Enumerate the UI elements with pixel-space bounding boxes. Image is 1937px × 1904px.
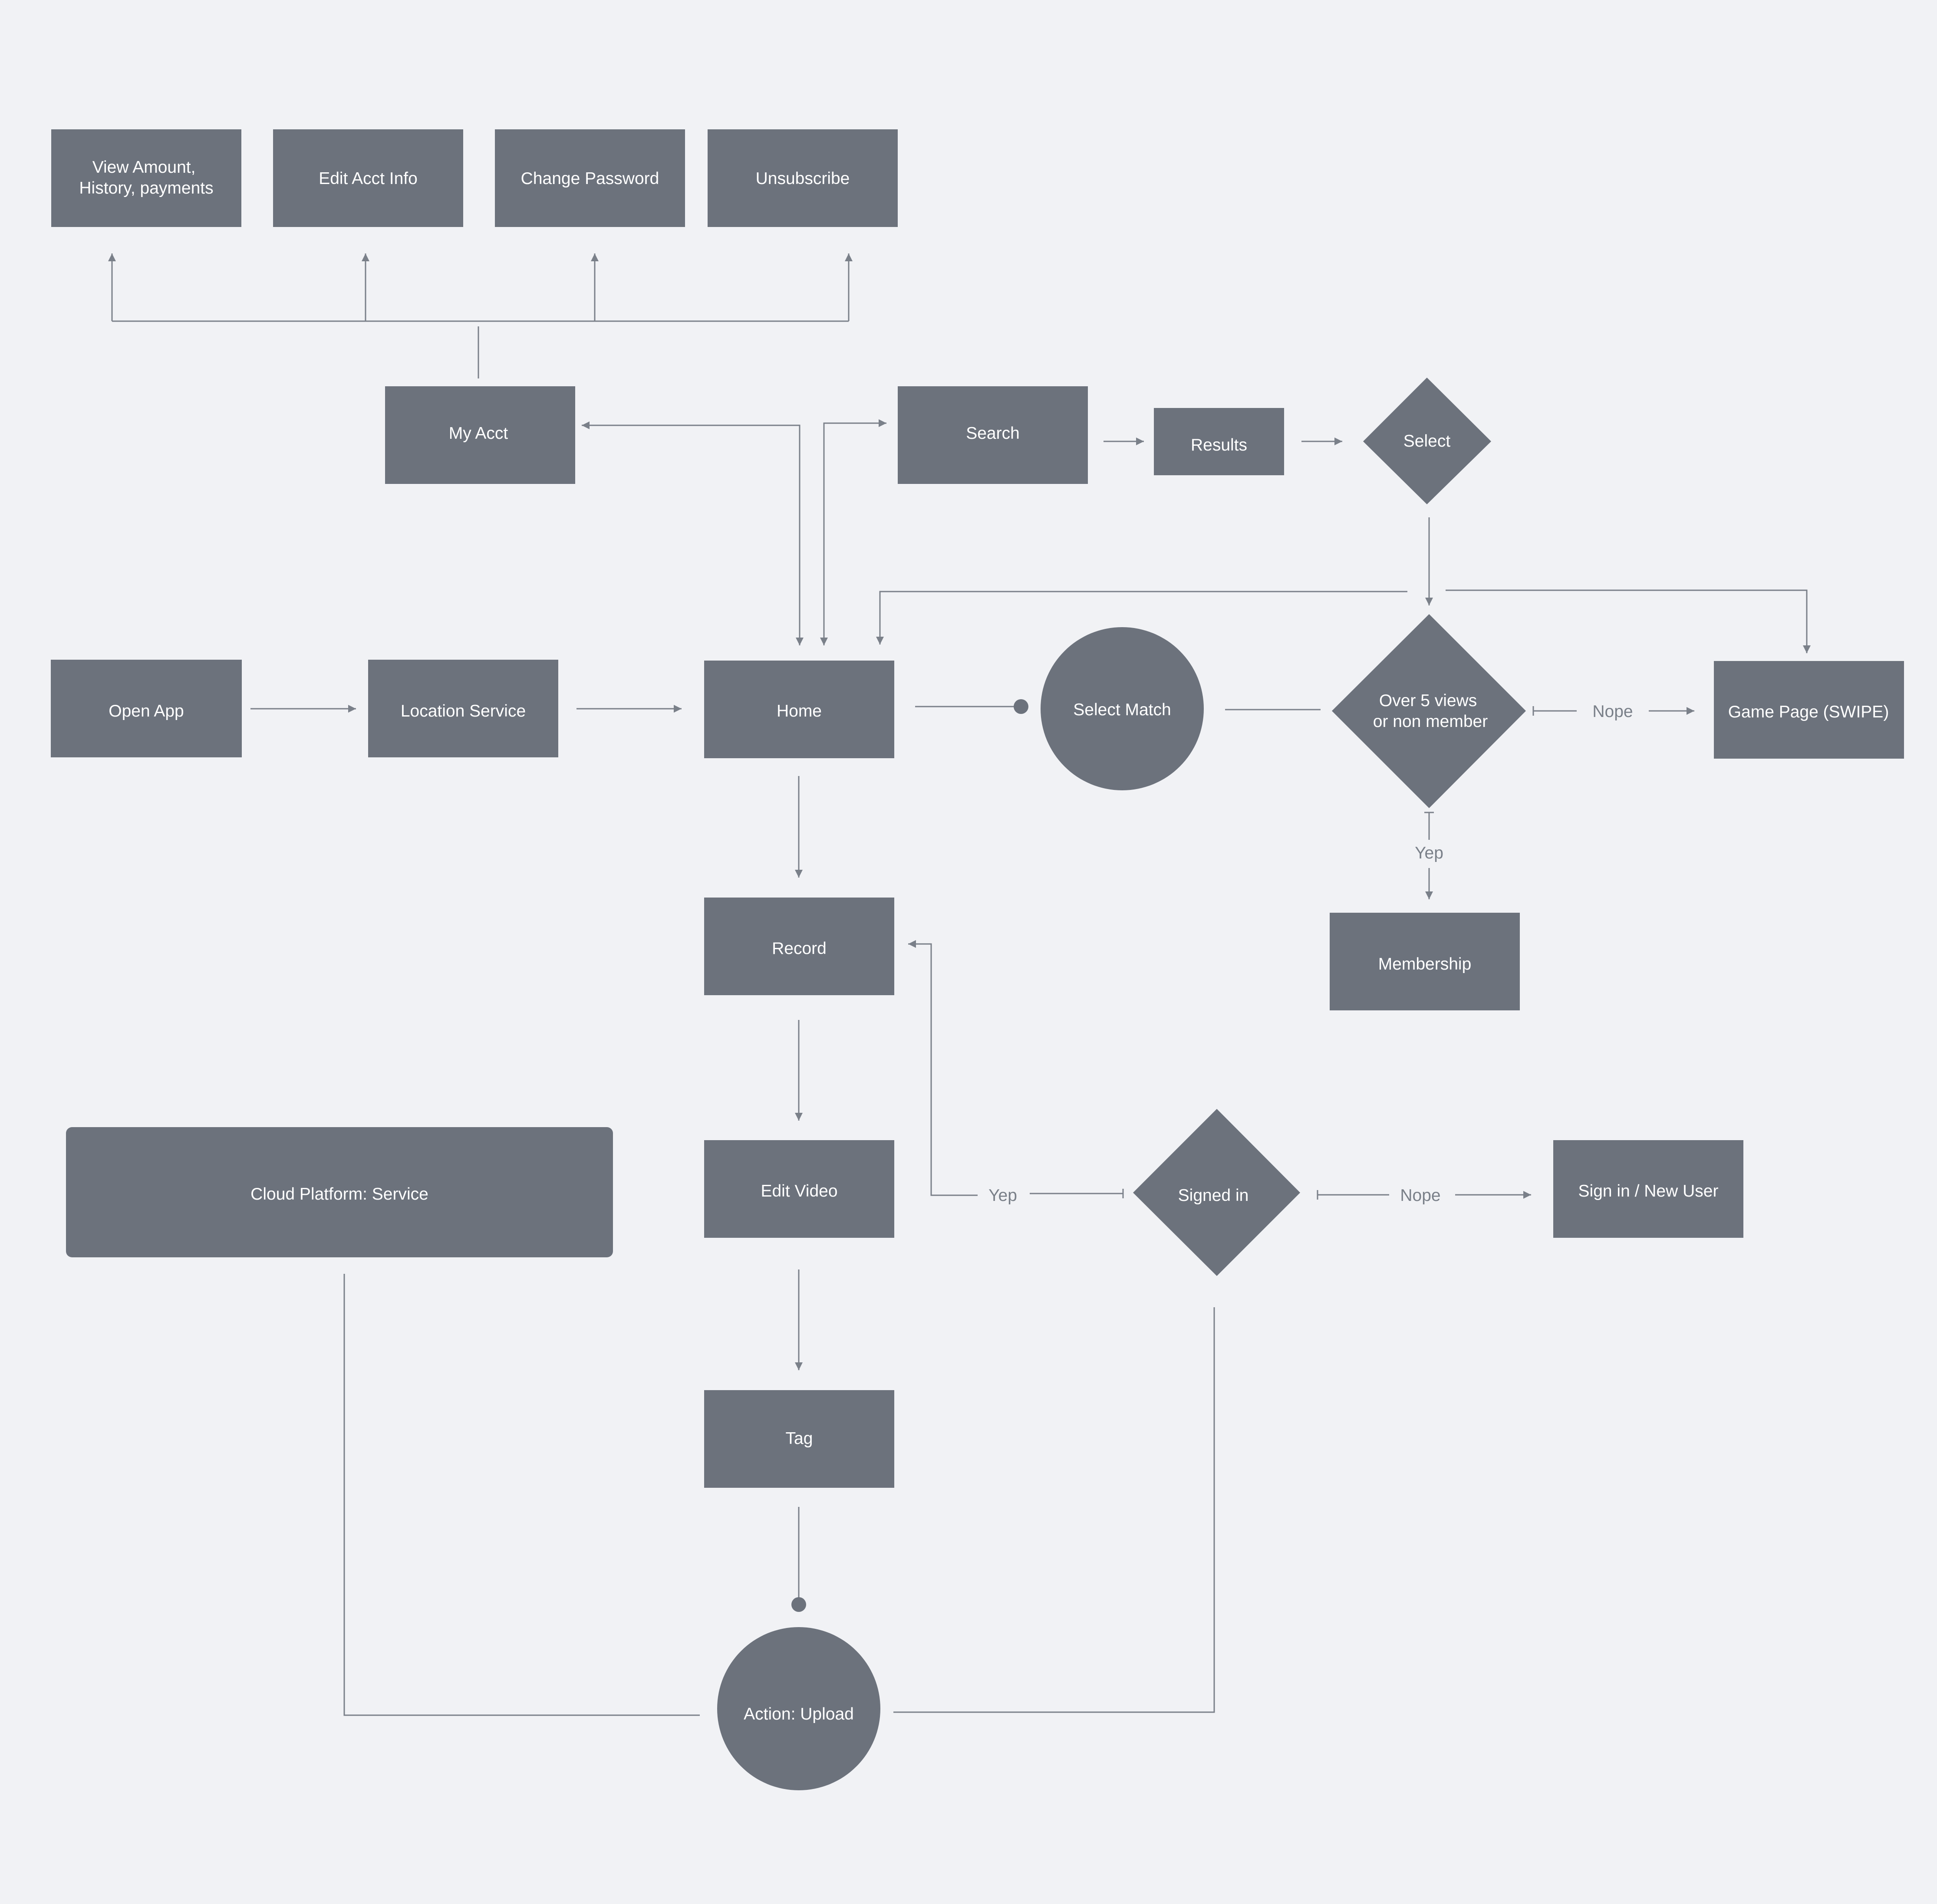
node-game-page[interactable] [1714,661,1904,759]
arrow-signed-in-to-record [908,940,978,1196]
node-home[interactable] [704,661,894,758]
label-results: Results [1191,436,1247,454]
label-cloud-platform: Cloud Platform: Service [250,1185,428,1204]
node-select-match[interactable] [1041,627,1204,790]
connector-dot-upload [791,1597,806,1612]
label-over-5-views: Over 5 views or non member [1373,691,1488,731]
node-edit-acct-info[interactable] [273,129,463,227]
label-change-password: Change Password [521,169,659,188]
arrow-select-to-home [876,591,1407,645]
node-sign-in-new-user[interactable] [1553,1140,1743,1238]
node-cloud-platform[interactable] [66,1127,613,1257]
connector-upload-to-signed-in [893,1307,1215,1713]
label-open-app: Open App [109,702,184,720]
arrow-home-to-search [823,419,886,645]
label-tag: Tag [786,1429,813,1448]
label-sign-in-new-user: Sign in / New User [1578,1182,1719,1200]
label-record: Record [772,939,827,958]
arrow-select-to-game-page [1446,589,1811,653]
edge-label-signed-nope: Nope [1400,1186,1440,1205]
edge-label-over5-yep: Yep [1415,844,1443,862]
node-view-amount[interactable] [51,129,241,227]
edge-label-signed-yep: Yep [988,1186,1017,1205]
node-my-acct[interactable] [385,386,575,484]
label-view-amount: View Amount, History, payments [79,158,213,197]
node-search[interactable] [898,386,1088,484]
node-select-diamond[interactable] [1363,378,1491,504]
label-my-acct: My Acct [449,424,508,443]
label-home: Home [777,702,822,720]
label-edit-video: Edit Video [761,1182,837,1200]
edge-labels: Nope Yep Yep Nope [988,702,1633,1205]
nodes: View Amount, History, payments Edit Acct… [51,129,1904,1790]
node-open-app[interactable] [51,660,242,757]
label-select: Select [1403,432,1451,451]
connector-dot-select-match [1014,699,1028,714]
label-membership: Membership [1378,955,1472,973]
edge-label-over5-nope: Nope [1592,702,1633,721]
arrow-home-to-my-acct [582,421,800,643]
node-results[interactable] [1154,408,1284,475]
label-select-match: Select Match [1073,700,1171,719]
node-signed-in-diamond[interactable] [1133,1109,1300,1276]
label-action-upload: Action: Upload [744,1705,854,1723]
node-membership[interactable] [1330,913,1520,1010]
node-unsubscribe[interactable] [708,129,898,227]
label-signed-in: Signed in [1178,1186,1249,1205]
node-over-5-views-diamond[interactable] [1332,614,1526,808]
connector-cloud-to-upload [343,1274,700,1716]
label-game-page: Game Page (SWIPE) [1728,703,1889,721]
label-search: Search [966,424,1020,443]
label-unsubscribe: Unsubscribe [756,169,850,188]
node-edit-video[interactable] [704,1140,894,1238]
label-edit-acct-info: Edit Acct Info [319,169,418,188]
node-tag[interactable] [704,1390,894,1488]
node-change-password[interactable] [495,129,685,227]
label-location-service: Location Service [401,702,526,720]
node-location-service[interactable] [368,660,558,757]
node-action-upload[interactable] [717,1627,880,1790]
connectors [108,253,1811,1716]
node-record[interactable] [704,898,894,995]
